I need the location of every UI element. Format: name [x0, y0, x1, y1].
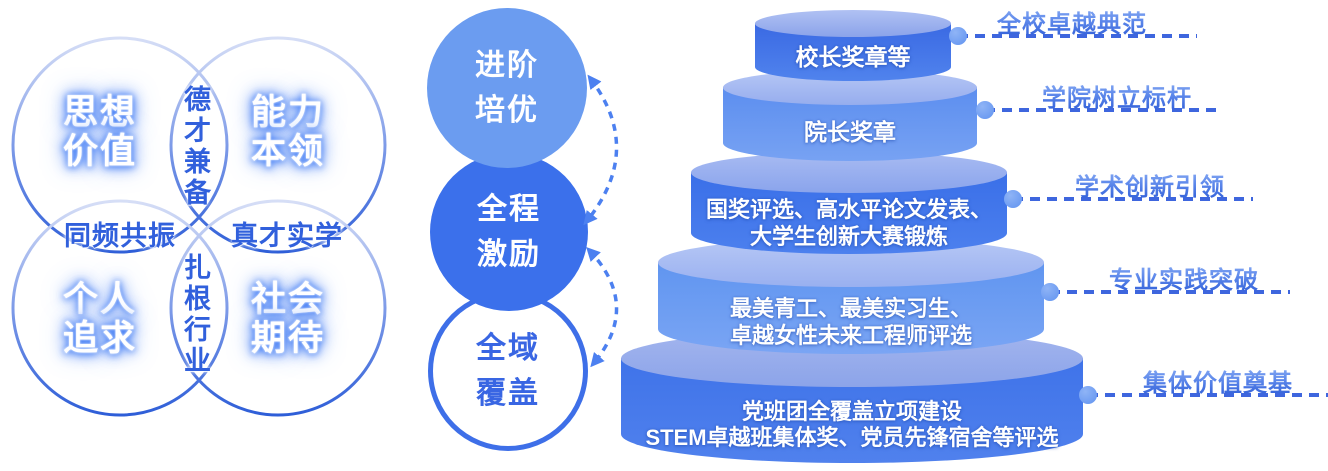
arrow-stage1-stage2 — [583, 74, 619, 226]
stage-line: 全程 — [477, 193, 541, 226]
venn-circle-top-right — [169, 36, 387, 254]
stage-circle-3: 全域 覆盖 — [428, 291, 588, 451]
venn-intersection-left: 同频共振 — [64, 221, 176, 251]
leader-line-1 — [958, 34, 1197, 38]
venn-label-line: 个人 — [62, 280, 137, 319]
arrow-stage2-stage3 — [586, 246, 619, 368]
tier-label-3: 学术创新引领 — [1075, 167, 1225, 202]
tier-label-5: 集体价值奠基 — [1143, 363, 1293, 398]
stage-line: 覆盖 — [476, 377, 540, 410]
venn-circle-bottom-left — [11, 199, 229, 417]
tier-label-4: 专业实践突破 — [1109, 260, 1259, 295]
stage-connector-arrows — [583, 74, 619, 368]
stage-line: 进阶 — [475, 49, 539, 82]
pyramid-tier5-text: 党班团全覆盖立项建设 STEM卓越班集体奖、党员先锋宿舍等评选 — [621, 399, 1083, 451]
venn-label-top-right: 能力 本领 — [218, 93, 358, 171]
leader-dot-1 — [949, 27, 967, 45]
venn-intersection-top: 德才兼备 — [184, 85, 212, 208]
leader-dot-3 — [1004, 190, 1022, 208]
leader-line-2 — [985, 108, 1223, 112]
tier-text-line: 党班团全覆盖立项建设 — [741, 399, 962, 424]
venn-label-line: 思想 — [62, 93, 137, 132]
tier-text-line: 大学生创新大赛锻炼 — [749, 224, 948, 249]
leader-dot-2 — [976, 101, 994, 119]
venn-label-line: 期待 — [250, 319, 325, 358]
venn-label-line: 价值 — [62, 132, 137, 171]
leader-dot-4 — [1041, 283, 1059, 301]
stage-line: 培优 — [475, 94, 539, 127]
pyramid-tier1-text: 校长奖章等 — [755, 44, 951, 71]
tier-label-1: 全校卓越典范 — [997, 4, 1147, 39]
tier-text-line: 院长奖章 — [804, 119, 896, 145]
stage-line: 全域 — [476, 332, 540, 365]
venn-label-line: 社会 — [250, 280, 325, 319]
tier-text-line: 国奖评选、高水平论文发表、 — [705, 197, 992, 222]
pyramid-tier4-text: 最美青工、最美实习生、 卓越女性未来工程师评选 — [658, 295, 1044, 349]
venn-label-line: 能力 — [250, 93, 325, 132]
tier-text-line: 最美青工、最美实习生、 — [729, 296, 972, 321]
leader-dot-5 — [1079, 386, 1097, 404]
pyramid-tier3-text: 国奖评选、高水平论文发表、 大学生创新大赛锻炼 — [691, 196, 1007, 250]
venn-label-line: 本领 — [250, 132, 325, 171]
tier-text-line: STEM卓越班集体奖、党员先锋宿舍等评选 — [645, 425, 1059, 450]
venn-circle-bottom-right — [169, 199, 387, 417]
leader-line-5 — [1088, 393, 1328, 397]
tier-label-2: 学院树立标杆 — [1042, 78, 1192, 113]
leader-line-3 — [1013, 197, 1253, 201]
stage-line: 激励 — [477, 238, 541, 271]
venn-label-bottom-right: 社会 期待 — [218, 280, 358, 358]
venn-label-bottom-left: 个人 追求 — [30, 280, 170, 358]
venn-intersection-right: 真才实学 — [231, 221, 343, 251]
venn-circle-top-left — [11, 36, 229, 254]
venn-intersection-bottom: 扎根行业 — [184, 253, 212, 376]
stage-circle-2: 全程 激励 — [430, 153, 588, 311]
venn-label-line: 追求 — [62, 319, 137, 358]
venn-label-top-left: 思想 价值 — [30, 93, 170, 171]
tier-text-line: 卓越女性未来工程师评选 — [729, 323, 972, 348]
tier-text-line: 校长奖章等 — [795, 44, 911, 70]
pyramid-tier1-top — [755, 10, 951, 37]
pyramid-tier2-text: 院长奖章 — [723, 119, 977, 146]
stage-circle-1: 进阶 培优 — [427, 8, 587, 168]
leader-line-4 — [1050, 290, 1290, 294]
venn-diagram — [11, 36, 387, 417]
